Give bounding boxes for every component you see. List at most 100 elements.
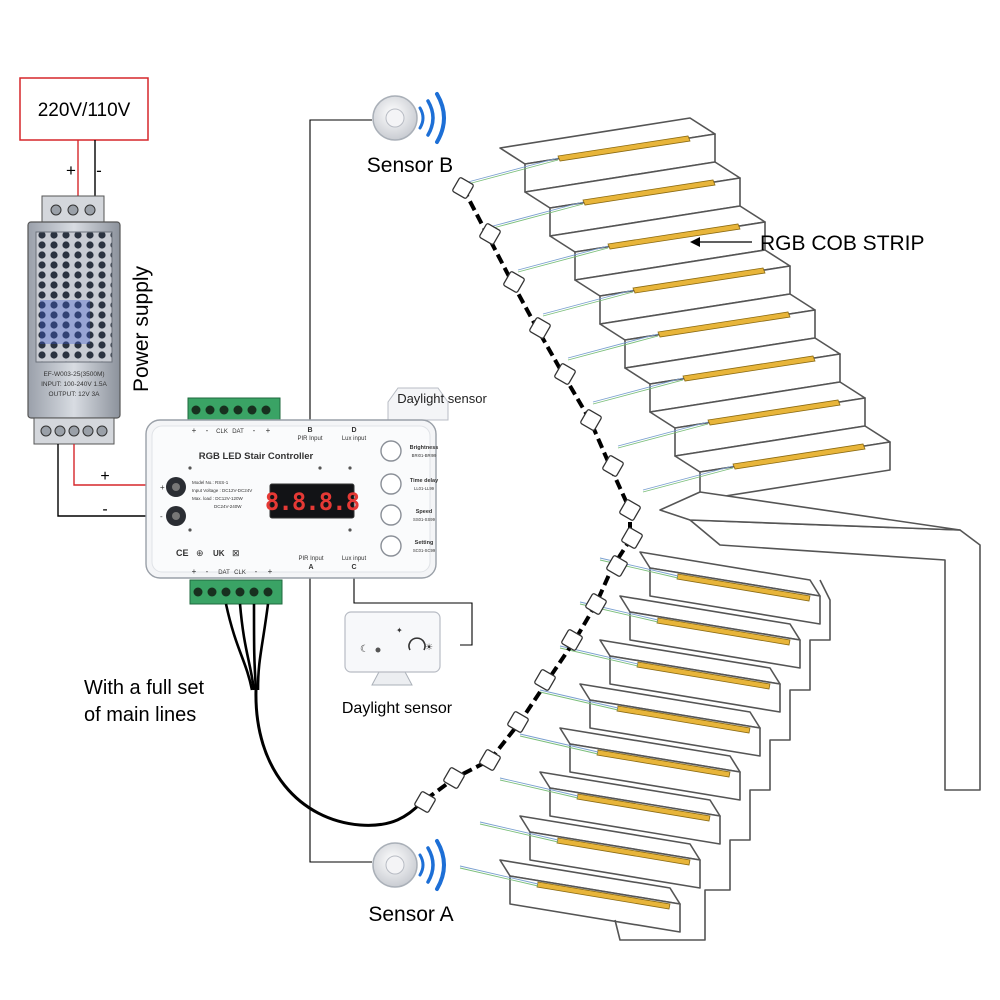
power-supply-label: Power supply [130,265,153,392]
rgb-cob-strip [707,399,841,426]
main-lines-label-2: of main lines [84,704,196,726]
svg-text:Input Voltage : DC12V-DC24V: Input Voltage : DC12V-DC24V [192,488,252,493]
svg-text:☾: ☾ [360,644,369,655]
svg-text:Speed: Speed [416,509,433,515]
svg-text:DC24V-240W: DC24V-240W [214,504,242,509]
svg-text:INPUT: 100-240V 1.5A: INPUT: 100-240V 1.5A [41,381,107,388]
junction-connector [602,455,624,477]
strip-wire [479,821,559,841]
port-d-sub: Lux input [342,436,367,442]
sensor-a-label: Sensor A [368,903,453,926]
port-d: D [351,427,356,434]
controller-model-info: Model No.: RSS-1 Input Voltage : DC12V-D… [192,480,252,509]
svg-text:⊕: ⊕ [196,548,204,558]
svg-text:BRI01-BRI99: BRI01-BRI99 [412,453,437,458]
main-lines-label-1: With a full set [84,677,204,699]
stair-riser [529,831,701,889]
svg-text:-: - [160,512,163,521]
junction-connector [479,749,501,771]
stair-riser [649,567,821,625]
svg-text:Time delay: Time delay [410,478,439,484]
svg-text:☀: ☀ [425,642,433,652]
staircase [414,117,981,941]
cert-marks: CE ⊕ UK ⊠ [176,548,240,558]
daylight-wire [353,575,473,646]
junction-connector [619,499,641,521]
strip-wire [592,379,684,405]
rgb-cob-strip [557,135,691,162]
svg-text:SC01-SC99: SC01-SC99 [413,548,436,553]
sensor-a-wire [309,575,372,863]
strip-wire [617,423,709,449]
port-b-sub: PIR Input [297,436,322,442]
rgb-cob-strip [732,443,866,470]
seven-segment-display [269,483,355,519]
psu-output-minus: - [102,501,107,518]
psu-vent-mesh [35,231,113,363]
stair-side-wall [614,579,831,941]
strip-wire [539,689,619,709]
voltage-box: 220V/110V [19,77,149,141]
strip-wire [567,335,659,361]
controller-button-time-delay[interactable]: Time delay LL01-LL99 [380,473,439,495]
svg-text:-: - [255,567,258,576]
junction-connector [606,555,628,577]
svg-text:+: + [192,567,197,576]
svg-text:Setting: Setting [415,540,434,546]
strip-wire [539,691,619,711]
strip-wire [459,867,539,887]
strip-wire [459,865,539,885]
svg-text:CLK: CLK [216,429,228,435]
svg-text:CLK: CLK [234,570,246,576]
port-b: B [307,427,312,434]
bottom-terminal-labels: + - DAT CLK - + [192,567,273,576]
junction-connector [503,271,525,293]
dc-input-terminals: + - [160,477,186,526]
sensor-b-wire [309,119,372,420]
controller-button-speed[interactable]: Speed SS01-SS99 [380,504,436,526]
stair-controller: + - CLK DAT - + B PIR Input D Lux input … [145,419,439,579]
svg-text:SS01-SS99: SS01-SS99 [413,517,436,522]
stair-riser [569,743,741,801]
psu-input-minus: - [96,161,102,180]
strip-wire [559,647,639,667]
sensor-b-label: Sensor B [367,154,453,177]
svg-text:CE: CE [176,548,189,558]
strip-wire [492,203,584,229]
svg-text:Brightness: Brightness [410,445,439,451]
daylight-sensor-top-label: Daylight sensor [397,391,487,406]
svg-text:+: + [268,567,273,576]
strip-wire [542,291,634,317]
strip-wire [467,157,559,183]
top-terminal-labels: + - CLK DAT - + [192,426,271,435]
daylight-sensor-icon: ☾ ✦ ☀ [344,611,441,686]
terminal-block-icon [187,397,281,423]
svg-text:⊠: ⊠ [232,548,240,558]
rgb-cob-strip [682,355,816,382]
junction-connector [580,409,602,431]
pir-sensor-icon [372,95,418,141]
rgb-cob-strip [632,267,766,294]
stair-riser [549,787,721,845]
svg-text:EF-W003-25(3500M): EF-W003-25(3500M) [43,371,104,378]
strip-wire [492,201,584,227]
strip-wire [467,159,559,185]
main-cable [224,603,426,827]
junction-connector [561,629,583,651]
svg-text:-: - [253,426,256,435]
controller-button-brightness[interactable]: Brightness BRI01-BRI99 [380,440,439,462]
stair-riser [609,655,781,713]
psu-input-plus: + [66,161,76,180]
strip-wire [592,377,684,403]
display-digits: 8.8.8.8 [265,488,359,516]
strip-wire [567,333,659,359]
strip-wire [499,777,579,797]
power-supply-unit: EF-W003-25(3500M) INPUT: 100-240V 1.5A O… [27,195,121,445]
port-c-sub: Lux input [342,556,367,562]
junction-connector [414,791,436,813]
psu-nameplate: EF-W003-25(3500M) INPUT: 100-240V 1.5A O… [41,371,107,398]
svg-text:DAT: DAT [232,429,244,435]
rgb-cob-strip [656,617,791,646]
terminal-block-icon [189,579,283,605]
controller-button-setting[interactable]: Setting SC01-SC99 [380,535,436,557]
